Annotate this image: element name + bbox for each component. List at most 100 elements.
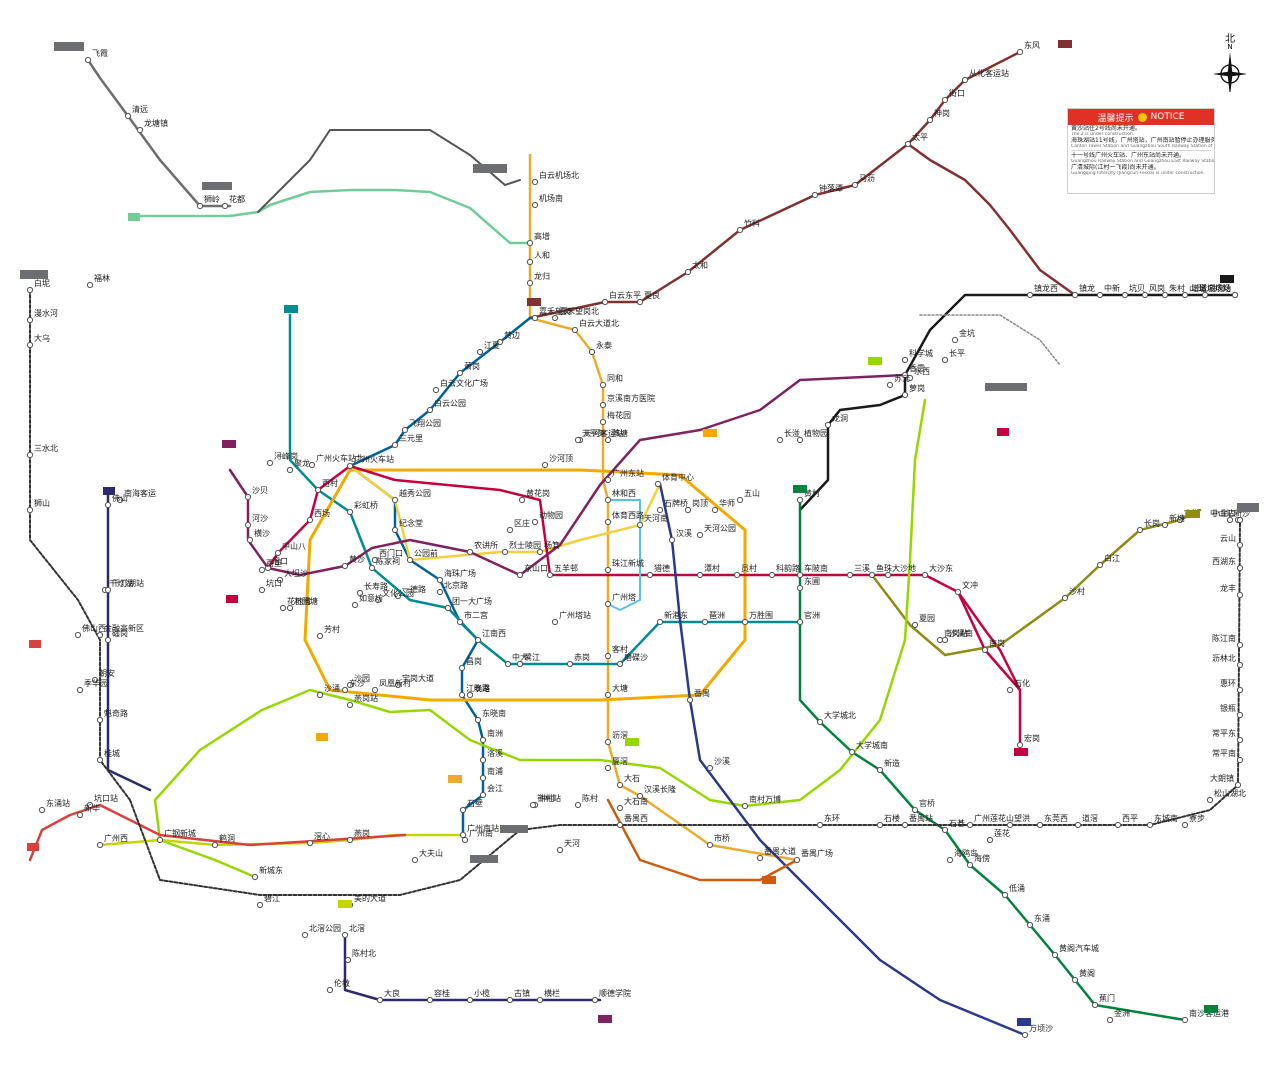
station-marker[interactable]	[458, 691, 466, 699]
station-marker[interactable]	[496, 338, 504, 346]
station-marker[interactable]	[244, 521, 252, 529]
station-marker[interactable]	[848, 748, 856, 756]
station-marker[interactable]	[1006, 686, 1014, 694]
station-marker[interactable]	[926, 116, 934, 124]
station-marker[interactable]	[1161, 521, 1169, 529]
station-marker[interactable]	[1236, 736, 1244, 744]
station-marker[interactable]	[1114, 821, 1122, 829]
station-marker[interactable]	[921, 571, 929, 579]
station-marker[interactable]	[474, 716, 482, 724]
station-marker[interactable]	[941, 96, 949, 104]
station-marker[interactable]	[479, 791, 487, 799]
station-marker[interactable]	[536, 996, 544, 1004]
station-marker[interactable]	[529, 801, 537, 809]
station-marker[interactable]	[966, 821, 974, 829]
station-marker[interactable]	[286, 466, 294, 474]
station-marker[interactable]	[459, 806, 467, 814]
station-marker[interactable]	[1236, 541, 1244, 549]
station-marker[interactable]	[701, 618, 709, 626]
station-marker[interactable]	[96, 841, 104, 849]
station-marker[interactable]	[96, 716, 104, 724]
station-marker[interactable]	[796, 618, 804, 626]
station-marker[interactable]	[876, 766, 884, 774]
station-marker[interactable]	[461, 836, 469, 844]
station-marker[interactable]	[599, 418, 607, 426]
station-marker[interactable]	[38, 806, 46, 814]
station-marker[interactable]	[76, 811, 84, 819]
station-marker[interactable]	[346, 681, 354, 689]
station-marker[interactable]	[768, 571, 776, 579]
station-marker[interactable]	[574, 436, 582, 444]
station-marker[interactable]	[796, 436, 804, 444]
station-marker[interactable]	[1206, 796, 1214, 804]
station-marker[interactable]	[646, 571, 654, 579]
station-marker[interactable]	[741, 618, 749, 626]
station-marker[interactable]	[591, 996, 599, 1004]
station-marker[interactable]	[516, 571, 524, 579]
station-marker[interactable]	[1051, 951, 1059, 959]
station-marker[interactable]	[556, 846, 564, 854]
station-marker[interactable]	[1181, 1016, 1189, 1024]
station-marker[interactable]	[616, 660, 624, 668]
station-marker[interactable]	[344, 956, 352, 964]
station-marker[interactable]	[376, 996, 384, 1004]
station-marker[interactable]	[74, 631, 82, 639]
station-marker[interactable]	[851, 181, 859, 189]
station-marker[interactable]	[246, 536, 254, 544]
station-marker[interactable]	[458, 664, 466, 672]
station-marker[interactable]	[946, 856, 954, 864]
station-marker[interactable]	[936, 636, 944, 644]
station-marker[interactable]	[876, 821, 884, 829]
station-marker[interactable]	[306, 839, 314, 847]
station-marker[interactable]	[604, 600, 612, 608]
station-marker[interactable]	[1236, 564, 1244, 572]
station-marker[interactable]	[906, 374, 914, 382]
station-marker[interactable]	[479, 736, 487, 744]
station-marker[interactable]	[588, 348, 596, 356]
station-marker[interactable]	[686, 696, 694, 704]
station-marker[interactable]	[426, 406, 434, 414]
station-marker[interactable]	[356, 589, 364, 597]
station-marker[interactable]	[466, 691, 474, 699]
station-marker[interactable]	[966, 861, 974, 869]
station-marker[interactable]	[516, 660, 524, 668]
station-marker[interactable]	[1121, 291, 1129, 299]
station-marker[interactable]	[1236, 756, 1244, 764]
station-marker[interactable]	[406, 556, 414, 564]
station-marker[interactable]	[811, 191, 819, 199]
station-marker[interactable]	[574, 801, 582, 809]
station-marker[interactable]	[436, 576, 444, 584]
station-marker[interactable]	[901, 356, 909, 364]
station-marker[interactable]	[954, 588, 962, 596]
station-marker[interactable]	[668, 536, 676, 544]
station-marker[interactable]	[136, 126, 144, 134]
station-marker[interactable]	[258, 586, 266, 594]
station-marker[interactable]	[981, 646, 989, 654]
station-marker[interactable]	[156, 836, 164, 844]
station-marker[interactable]	[316, 691, 324, 699]
station-marker[interactable]	[546, 571, 554, 579]
station-marker[interactable]	[901, 821, 909, 829]
station-marker[interactable]	[341, 931, 349, 939]
station-marker[interactable]	[76, 686, 84, 694]
station-marker[interactable]	[816, 821, 824, 829]
station-marker[interactable]	[26, 341, 34, 349]
station-marker[interactable]	[1001, 891, 1009, 899]
station-marker[interactable]	[868, 571, 876, 579]
station-marker[interactable]	[536, 548, 544, 556]
station-marker[interactable]	[286, 604, 294, 612]
station-marker[interactable]	[604, 566, 612, 574]
station-marker[interactable]	[616, 821, 624, 829]
station-marker[interactable]	[736, 226, 744, 234]
station-marker[interactable]	[1236, 516, 1244, 524]
station-marker[interactable]	[604, 518, 612, 526]
station-marker[interactable]	[474, 636, 482, 644]
station-marker[interactable]	[96, 756, 104, 764]
station-marker[interactable]	[1236, 641, 1244, 649]
station-marker[interactable]	[526, 239, 534, 247]
station-marker[interactable]	[604, 691, 612, 699]
station-marker[interactable]	[1201, 291, 1209, 299]
station-marker[interactable]	[91, 676, 99, 684]
station-marker[interactable]	[551, 314, 559, 322]
station-marker[interactable]	[391, 526, 399, 534]
